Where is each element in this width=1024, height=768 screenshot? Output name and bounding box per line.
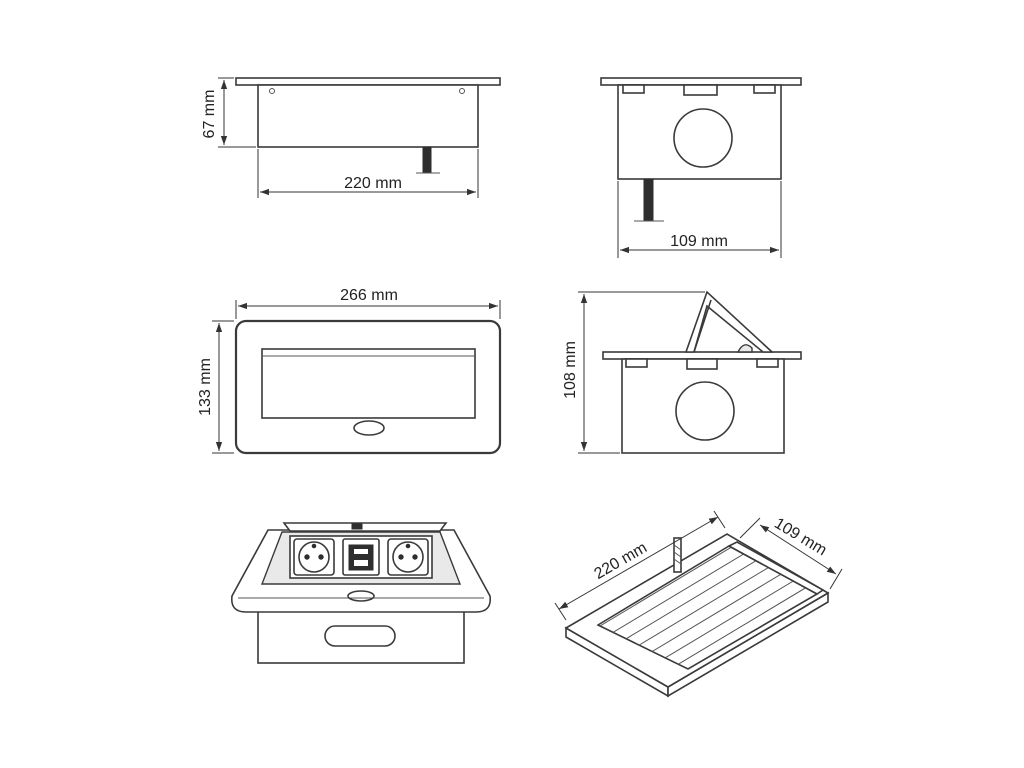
perspective-socket-right-ring	[392, 541, 424, 573]
side-view-cable	[422, 146, 432, 174]
end-view-hinge	[683, 84, 718, 96]
open-view-lid	[684, 290, 775, 353]
side-view: 67 mm 220 mm	[201, 77, 501, 198]
perspective-socket-right-earth	[405, 543, 411, 549]
open-view-hinge	[686, 358, 718, 370]
perspective-socket-right	[387, 538, 429, 576]
perspective-push-button	[347, 590, 375, 602]
top-view-lid	[261, 348, 476, 419]
top-view-frame	[234, 319, 502, 455]
open-view-latch-left	[625, 358, 648, 368]
side-width-label: 220 mm	[344, 175, 402, 192]
end-view-latch-left	[622, 84, 645, 94]
perspective-socket-right-pin-1	[398, 554, 404, 560]
cutout-length-dimension-line	[558, 516, 719, 610]
end-view-cable	[643, 178, 654, 222]
end-view: 109 mm	[600, 77, 802, 258]
end-view-latch-right	[753, 84, 776, 94]
open-view-latch-right	[756, 358, 779, 368]
perspective-view	[230, 522, 492, 664]
perspective-usb-panel	[348, 544, 374, 571]
perspective-socket-left-pin-2	[318, 554, 324, 560]
top-height-label: 133 mm	[197, 358, 214, 416]
cutout-width-label: 109 mm	[771, 515, 829, 559]
perspective-socket-left-earth	[311, 543, 317, 549]
top-view: 266 mm 133 mm	[197, 287, 502, 455]
side-height-label: 67 mm	[201, 90, 218, 139]
perspective-body	[257, 602, 465, 664]
side-view-flange	[235, 77, 501, 86]
perspective-lid-strip	[282, 522, 448, 532]
perspective-socket-left	[293, 538, 335, 576]
open-view-lid-hinge	[736, 344, 753, 353]
perspective-usb-port-a	[354, 549, 368, 554]
top-width-label: 266 mm	[340, 287, 398, 304]
perspective-socket-left-ring	[298, 541, 330, 573]
cutout-width-dimension-line	[759, 524, 837, 575]
side-view-rivet-left	[269, 88, 275, 94]
top-view-push-button	[353, 420, 385, 436]
side-view-body	[257, 84, 479, 148]
perspective-lid-latch	[351, 523, 363, 530]
perspective-body-cable-port	[324, 625, 396, 647]
end-view-cable-hole	[673, 108, 733, 168]
perspective-socket-left-pin-1	[304, 554, 310, 560]
open-view-cable-hole	[675, 381, 735, 441]
end-view-flange	[600, 77, 802, 86]
open-view-lid-support	[693, 299, 712, 353]
open-height-label: 108 mm	[562, 341, 579, 399]
cutout-view: 220 mm 109 mm	[554, 510, 843, 698]
end-depth-label: 109 mm	[670, 233, 728, 250]
side-view-rivet-right	[459, 88, 465, 94]
perspective-usb-port-b	[354, 560, 368, 566]
open-view-flange	[602, 351, 802, 360]
perspective-socket-right-pin-2	[412, 554, 418, 560]
open-view: 108 mm	[562, 290, 802, 454]
